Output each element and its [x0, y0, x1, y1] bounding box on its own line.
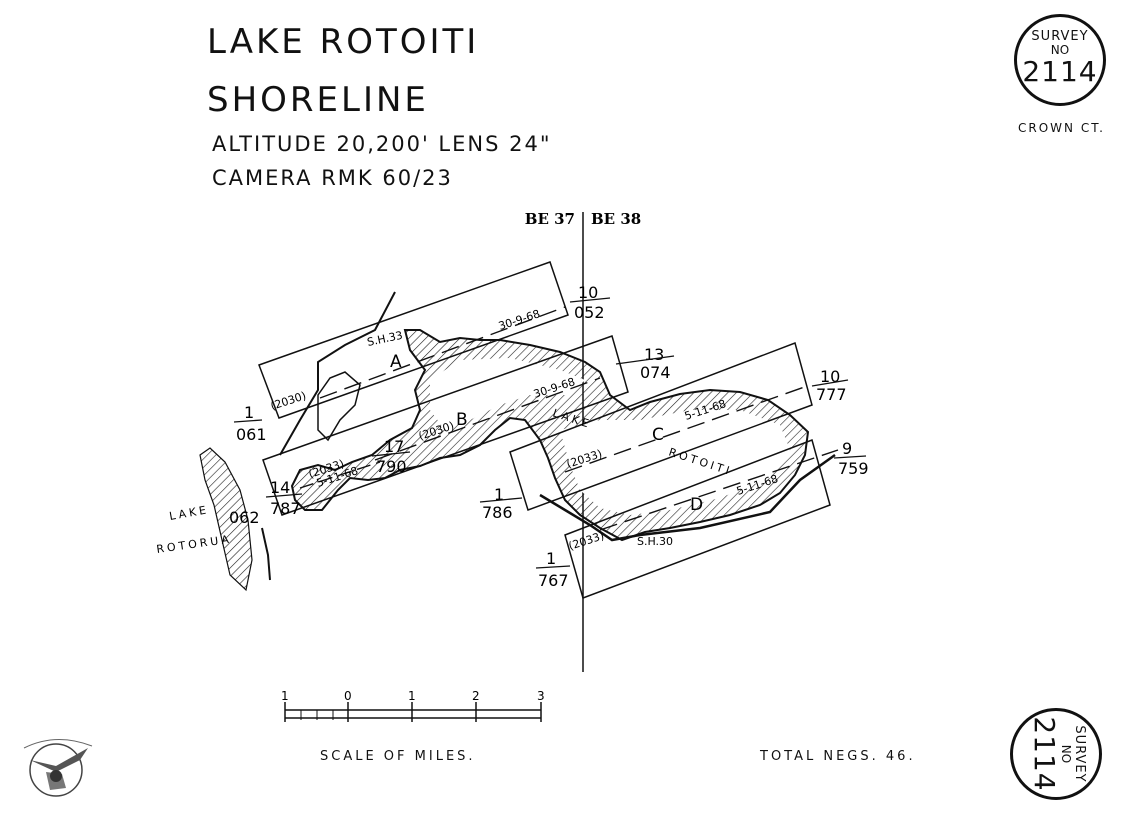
svg-text:777: 777: [816, 385, 847, 404]
scale-tick-2: 2: [472, 689, 480, 703]
svg-text:790: 790: [376, 457, 407, 476]
svg-text:1: 1: [546, 549, 556, 568]
svg-text:1: 1: [494, 485, 504, 504]
index-b-start: 17 790: [371, 437, 411, 476]
stamp-survey-word: SURVEY: [1031, 29, 1089, 44]
flight-line-c: [564, 384, 811, 473]
strip-date-a: 30-9-68: [497, 307, 542, 333]
stamp-no-word: NO: [1050, 43, 1070, 57]
crown-copyright: CROWN CT.: [1018, 121, 1105, 135]
index-c-end: 10 777: [811, 367, 849, 404]
stamp-number: 2114: [1022, 55, 1098, 88]
stamp-bottom-survey-word: SURVEY: [1072, 725, 1087, 783]
label-rotorua-code: 062: [229, 508, 260, 527]
svg-text:767: 767: [538, 571, 569, 590]
svg-text:061: 061: [236, 425, 267, 444]
index-c-start: 1 786: [479, 485, 523, 522]
scale-tick-1: 1: [281, 689, 289, 703]
svg-text:9: 9: [842, 439, 852, 458]
road-label-sh30: S.H.30: [637, 535, 673, 548]
map-title: LAKE ROTOITI: [207, 22, 480, 62]
scale-bar: 1 0 1 2 3: [281, 689, 545, 722]
svg-text:074: 074: [640, 363, 671, 382]
survey-stamp-bottom: SURVEY NO 2114: [1010, 708, 1102, 800]
scale-tick-1b: 1: [408, 689, 416, 703]
strip-letter-b: B: [456, 410, 468, 430]
flight-line-e: [299, 461, 381, 489]
road-sh33: [279, 291, 396, 456]
strip-letter-c: C: [652, 425, 664, 445]
map-subtitle: SHORELINE: [207, 80, 429, 120]
altitude-lens-text: ALTITUDE 20,200' LENS 24": [212, 132, 552, 156]
camera-text: CAMERA RMK 60/23: [212, 166, 453, 190]
lake-rotorua-edge: [261, 527, 271, 581]
index-d-start: 1 767: [535, 549, 571, 590]
svg-text:759: 759: [838, 459, 869, 478]
survey-stamp-top: SURVEY NO 2114: [1014, 14, 1106, 106]
lake-rotorua-shore: [199, 447, 253, 592]
stamp-bottom-no-word: NO: [1059, 744, 1073, 764]
sheet-label-right: BE 38: [591, 210, 641, 228]
strip-letter-a: A: [390, 352, 402, 372]
svg-text:1: 1: [244, 403, 254, 422]
strip-d-footprint: [564, 439, 831, 599]
index-d-end: 9 759: [833, 439, 869, 478]
strip-c-footprint: [509, 342, 813, 511]
scale-tick-0: 0: [344, 689, 352, 703]
label-lake-rotorua-2: ROTORUA: [156, 533, 233, 556]
aerial-mapping-logo: [23, 738, 93, 797]
stamp-bottom-number: 2114: [1028, 716, 1061, 792]
svg-text:10: 10: [578, 283, 598, 302]
strip-a-footprint: [258, 261, 569, 419]
strip-letter-d: D: [690, 495, 703, 515]
flight-line-b: [374, 377, 601, 461]
index-e-start: 14 787: [265, 478, 303, 518]
total-negatives: TOTAL NEGS. 46.: [760, 749, 916, 764]
scale-caption: SCALE OF MILES.: [320, 749, 476, 764]
svg-text:14: 14: [270, 478, 290, 497]
flight-line-d: [599, 449, 839, 531]
index-a-start: 1 061: [233, 403, 267, 444]
sheet-label-left: BE 37: [525, 210, 575, 228]
svg-text:787: 787: [270, 499, 301, 518]
svg-text:10: 10: [820, 367, 840, 386]
svg-text:052: 052: [574, 303, 605, 322]
peninsula: [317, 371, 361, 442]
lake-inner-area-west: [430, 358, 585, 430]
road-sh30: [539, 453, 836, 542]
label-lake-rotorua-1: LAKE: [168, 503, 210, 523]
svg-text:786: 786: [482, 503, 513, 522]
index-a-end: 10 052: [569, 283, 611, 322]
scale-tick-3: 3: [537, 689, 545, 703]
svg-text:17: 17: [384, 437, 404, 456]
index-b-end: 13 074: [615, 345, 675, 382]
lake-inner-area-east: [560, 410, 790, 515]
svg-text:13: 13: [644, 345, 664, 364]
flight-line-a: [319, 306, 566, 399]
